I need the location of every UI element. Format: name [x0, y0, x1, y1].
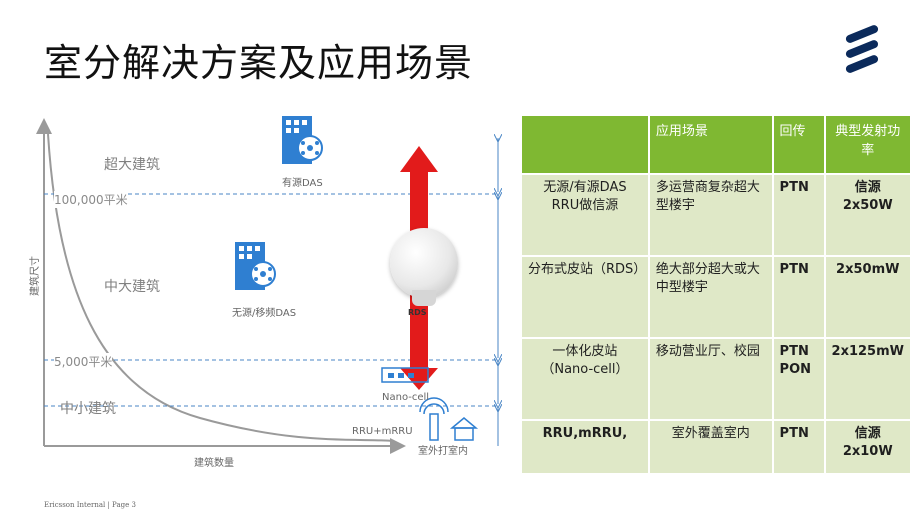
table-cell-backhaul: PTN: [773, 257, 824, 337]
footer-text: Ericsson Internal | Page 3: [44, 501, 136, 509]
solution-table: 应用场景 回传 典型发射功率 无源/有源DAS RRU做信源 多运营商复杂超大型…: [520, 114, 912, 475]
table-cell-power: 信源 2x50W: [825, 175, 910, 255]
table-cell-backhaul: PTN: [773, 175, 824, 255]
table-row: 分布式皮站（RDS） 绝大部分超大或大中型楼宇 PTN 2x50mW: [522, 257, 910, 337]
table-row: RRU,mRRU, 室外覆盖室内 PTN 信源 2x10W: [522, 421, 910, 473]
threshold-label-100000: 100,000平米: [54, 191, 128, 208]
nano-cell-label: Nano-cell: [382, 392, 430, 403]
table-cell-solution: 分布式皮站（RDS）: [522, 257, 648, 337]
table-cell-power: 2x125mW: [825, 339, 910, 419]
building-size-diagram: 建筑尺寸 建筑数量 超大建筑 中大建筑 中小建筑 100,000平米 5,000…: [0, 100, 520, 480]
rds-label: RDS: [408, 308, 427, 317]
rds-device-image: [390, 228, 458, 298]
table-cell-backhaul: PTN: [773, 421, 824, 473]
table-cell-scenario: 移动营业厅、校园: [649, 339, 772, 419]
y-axis-label: 建筑尺寸: [30, 256, 41, 296]
table-cell-scenario: 多运营商复杂超大型楼宇: [649, 175, 772, 255]
x-axis-label: 建筑数量: [194, 458, 234, 469]
table-cell-backhaul: PTN PON: [773, 339, 824, 419]
active-das-label: 有源DAS: [282, 178, 323, 189]
category-small-medium: 中小建筑: [60, 401, 116, 417]
distribution-curve: [47, 133, 395, 442]
table-cell-power: 信源 2x10W: [825, 421, 910, 473]
slide-title: 室分解决方案及应用场景: [44, 41, 474, 85]
category-large-medium: 中大建筑: [104, 279, 160, 295]
rds-device-stem: [412, 290, 436, 306]
building-passive-das-icon: [235, 242, 276, 290]
building-active-das-icon: [282, 116, 323, 164]
category-extra-large: 超大建筑: [104, 157, 160, 173]
table-header-solution: [522, 116, 648, 173]
threshold-label-5000: 5,000平米: [54, 353, 113, 370]
rru-tower-icon: [419, 397, 449, 441]
ericsson-logo-icon: [845, 25, 879, 73]
table-cell-solution: 一体化皮站（Nano-cell）: [522, 339, 648, 419]
passive-das-label: 无源/移频DAS: [232, 308, 297, 319]
outdoor-label: 室外打室内: [418, 446, 468, 457]
table-cell-scenario: 绝大部分超大或大中型楼宇: [649, 257, 772, 337]
table-header-power: 典型发射功率: [825, 116, 910, 173]
table-row: 无源/有源DAS RRU做信源 多运营商复杂超大型楼宇 PTN 信源 2x50W: [522, 175, 910, 255]
table-header-backhaul: 回传: [773, 116, 824, 173]
table-header-row: 应用场景 回传 典型发射功率: [522, 116, 910, 173]
rru-label: RRU+mRRU: [352, 426, 413, 437]
nano-cell-device-icon: [381, 367, 429, 383]
table-cell-power: 2x50mW: [825, 257, 910, 337]
table-cell-solution: 无源/有源DAS RRU做信源: [522, 175, 648, 255]
table-cell-scenario: 室外覆盖室内: [649, 421, 772, 473]
table-row: 一体化皮站（Nano-cell） 移动营业厅、校园 PTN PON 2x125m…: [522, 339, 910, 419]
table-header-scenario: 应用场景: [649, 116, 772, 173]
table-cell-solution: RRU,mRRU,: [522, 421, 648, 473]
house-icon: [449, 417, 479, 441]
